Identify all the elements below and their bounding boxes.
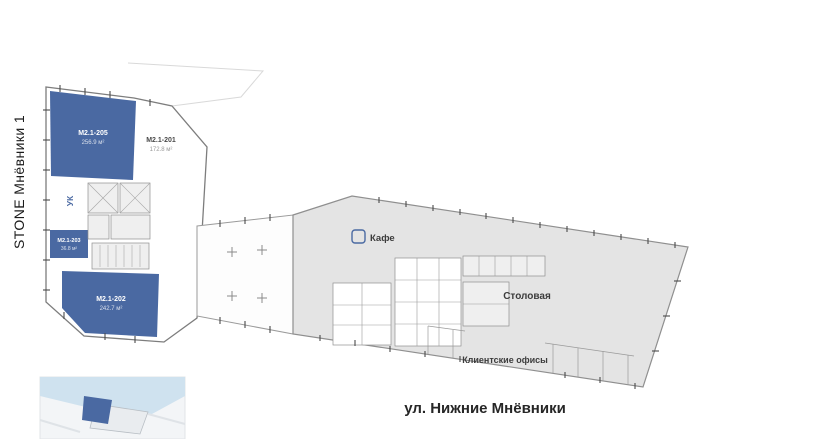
unit-201-id: М2.1-201 bbox=[146, 137, 176, 144]
unit-202-area: 242.7 м² bbox=[100, 306, 123, 312]
location-minimap[interactable] bbox=[39, 376, 186, 439]
zone-uk-label: УК bbox=[65, 195, 75, 206]
street-label: ул. Нижние Мнёвники bbox=[404, 400, 566, 417]
bridge-outline bbox=[196, 214, 294, 335]
tower-core-symbols bbox=[87, 182, 151, 267]
zone-client-offices-label: Клиентские офисы bbox=[462, 355, 548, 365]
upper-floor-outline bbox=[127, 62, 265, 107]
minimap-water bbox=[40, 377, 185, 414]
client-office-partitions bbox=[427, 325, 635, 385]
unit-202-id: М2.1-202 bbox=[96, 296, 126, 303]
minimap-road-right bbox=[147, 413, 186, 425]
unit-205-id: М2.1-205 bbox=[78, 130, 108, 137]
unit-m21-202[interactable] bbox=[62, 271, 159, 337]
zone-canteen-label: Столовая bbox=[503, 291, 551, 302]
unit-203-area: 36.8 м² bbox=[61, 246, 78, 252]
unit-205-area: 256.9 м² bbox=[82, 140, 105, 146]
bridge-column-marks bbox=[227, 245, 267, 303]
minimap-road-left bbox=[39, 419, 81, 433]
zone-cafe-label: Кафе bbox=[370, 233, 395, 244]
cafe-icon bbox=[351, 229, 366, 244]
unit-m21-203[interactable] bbox=[50, 230, 88, 258]
unit-201-area: 172.8 м² bbox=[150, 147, 173, 153]
minimap-tower bbox=[82, 396, 112, 424]
unit-m21-205[interactable] bbox=[50, 91, 136, 180]
unit-203-id: М2.1-203 bbox=[57, 238, 80, 244]
column-grid-ticks bbox=[43, 85, 681, 389]
podium-room-lines bbox=[333, 256, 528, 346]
